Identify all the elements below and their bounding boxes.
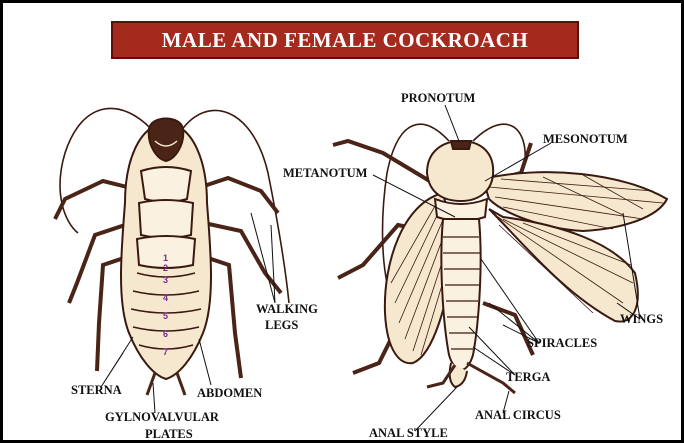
label-terga: TERGA	[506, 370, 550, 384]
segment-6: 6	[163, 329, 168, 339]
segment-4: 4	[163, 293, 168, 303]
label-gylnovalvular: GYLNOVALVULAR	[105, 410, 220, 424]
ventral-cockroach	[55, 108, 289, 395]
label-anal-circus: ANAL CIRCUS	[475, 408, 561, 422]
anal-cerci-right	[177, 373, 185, 395]
label-pronotum: PRONOTUM	[401, 91, 476, 105]
segment-3: 3	[163, 275, 168, 285]
label-mesonotum: MESONOTUM	[543, 132, 628, 146]
thoracic-plate-2	[139, 200, 193, 238]
label-spiracles: SPIRACLES	[527, 336, 597, 350]
label-anal-style: ANAL STYLE	[369, 426, 448, 440]
thoracic-plate-1	[141, 167, 191, 202]
segment-1: 1	[163, 253, 168, 263]
cockroach-illustration: 1 2 3 4 5 6 7	[3, 3, 684, 443]
label-abdomen: ABDOMEN	[197, 386, 262, 400]
label-legs: LEGS	[265, 318, 298, 332]
label-walking: WALKING	[256, 302, 318, 316]
dorsal-abdomen	[441, 219, 480, 370]
segment-5: 5	[163, 311, 168, 321]
label-plates: PLATES	[145, 427, 193, 441]
label-metanotum: METANOTUM	[283, 166, 368, 180]
segment-7: 7	[163, 347, 168, 357]
label-sterna: STERNA	[71, 383, 122, 397]
dorsal-cockroach	[333, 124, 667, 393]
dorsal-leg-hind-right	[483, 303, 533, 355]
segment-2: 2	[163, 263, 168, 273]
label-wings: WINGS	[620, 312, 663, 326]
